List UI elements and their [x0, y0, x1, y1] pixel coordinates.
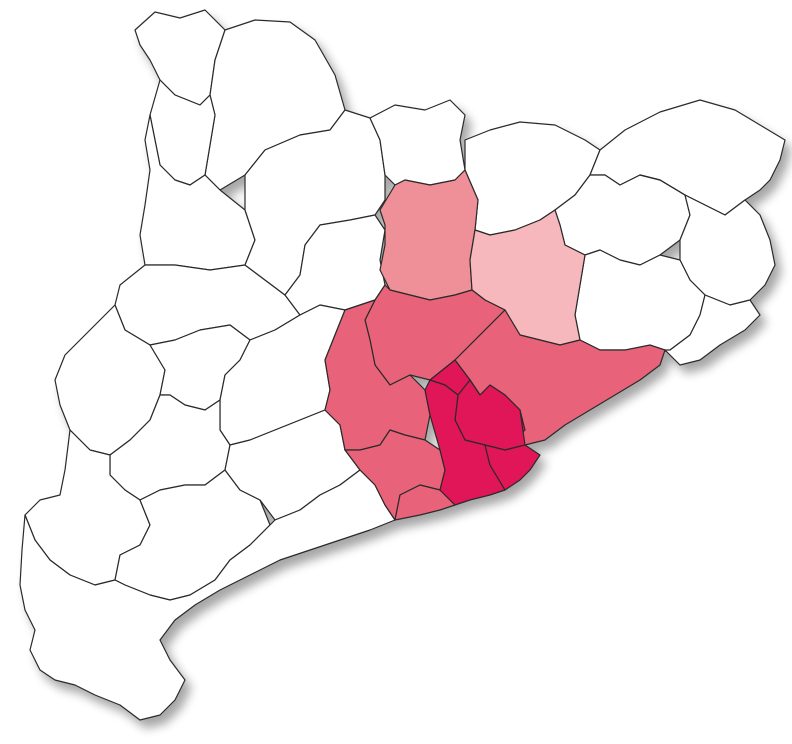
region-south-coast[interactable] — [19, 469, 396, 721]
region-northeast-3[interactable] — [639, 174, 776, 306]
map-regions — [19, 9, 786, 721]
region-east-2[interactable] — [664, 294, 761, 366]
region-north-1[interactable] — [369, 99, 466, 186]
region-osona[interactable] — [379, 169, 479, 301]
region-barcelona[interactable] — [484, 444, 541, 491]
